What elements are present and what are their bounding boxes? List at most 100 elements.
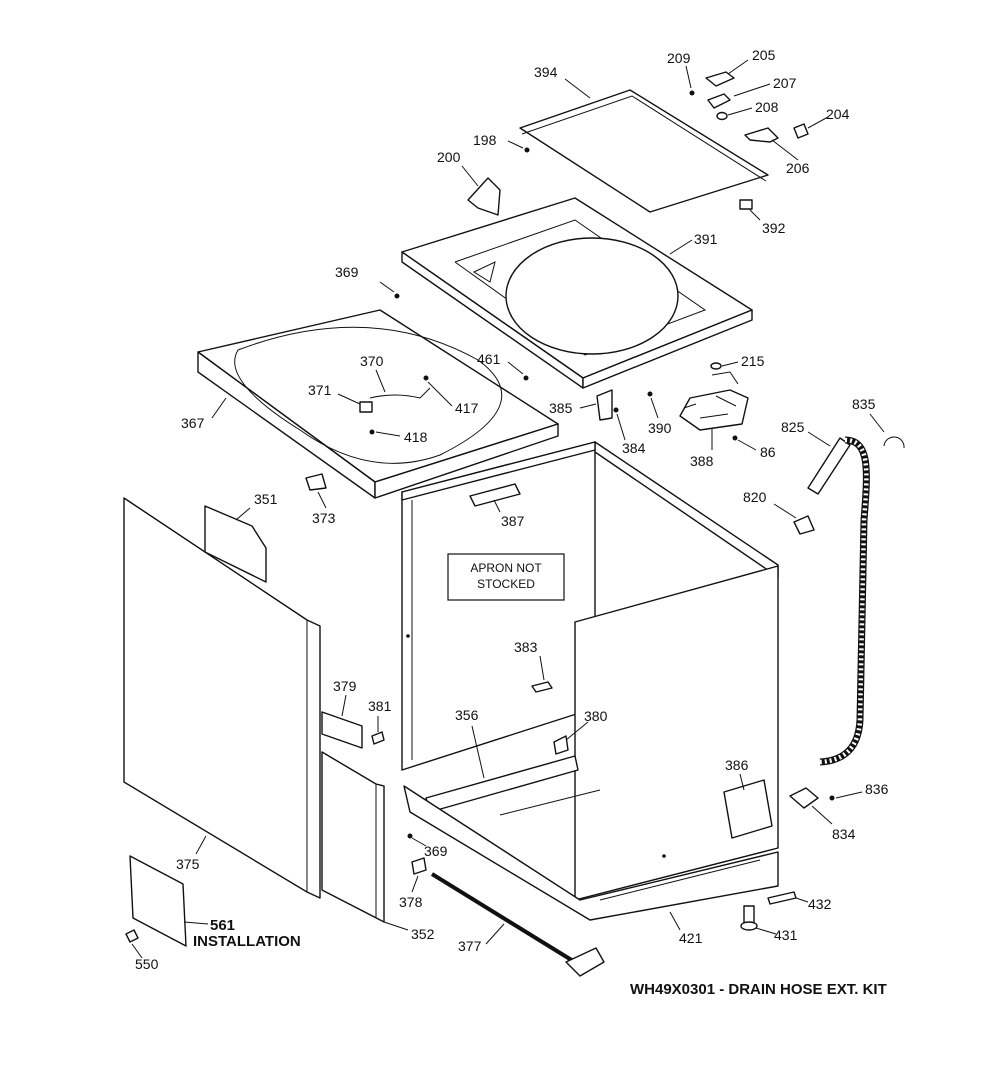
label-390: 390 — [648, 420, 672, 436]
part-369-top[interactable] — [394, 293, 400, 299]
part-204[interactable] — [793, 123, 809, 139]
label-384: 384 — [622, 440, 646, 456]
lead-461 — [507, 361, 524, 375]
label-drain-hose-kit: WH49X0301 - DRAIN HOSE EXT. KIT — [630, 981, 887, 998]
part-820[interactable] — [793, 515, 815, 535]
label-209: 209 — [667, 50, 691, 66]
part-381[interactable] — [371, 731, 385, 745]
part-370[interactable] — [369, 387, 431, 399]
label-367: 367 — [181, 415, 205, 431]
lead-200 — [461, 165, 479, 187]
label-388: 388 — [690, 453, 714, 469]
lid-switch-388[interactable] — [679, 389, 749, 431]
lead-835 — [869, 413, 885, 433]
label-377: 377 — [458, 938, 482, 954]
label-461: 461 — [477, 351, 501, 367]
part-432[interactable] — [767, 891, 797, 905]
lead-367 — [211, 397, 227, 419]
lead-370 — [375, 369, 386, 393]
part-379[interactable] — [321, 711, 363, 749]
label-394: 394 — [534, 64, 558, 80]
label-381: 381 — [368, 698, 392, 714]
part-385[interactable] — [596, 389, 613, 421]
lead-207 — [733, 83, 771, 97]
part-383[interactable] — [531, 681, 553, 693]
part-373[interactable] — [305, 473, 327, 491]
part-215[interactable] — [710, 362, 739, 385]
lead-198 — [507, 140, 524, 149]
part-431[interactable] — [740, 905, 758, 931]
part-351[interactable] — [204, 505, 267, 583]
part-384[interactable] — [613, 407, 619, 413]
lead-834 — [811, 805, 833, 825]
part-208[interactable] — [716, 111, 728, 121]
front-panel-352[interactable] — [321, 751, 385, 923]
lead-373 — [317, 491, 327, 509]
installation-bag-561[interactable] — [129, 855, 187, 947]
lead-385 — [579, 403, 597, 409]
top-cover-391[interactable] — [401, 197, 753, 389]
part-380[interactable] — [553, 735, 569, 755]
clamp-835[interactable] — [883, 436, 905, 449]
apron-note: APRON NOT STOCKED — [447, 553, 565, 601]
apron-note-line1: APRON NOT — [470, 561, 542, 575]
side-panel-375[interactable] — [123, 497, 321, 899]
label-86: 86 — [760, 444, 776, 460]
part-390[interactable] — [647, 391, 653, 397]
apron-note-line2: STOCKED — [477, 577, 535, 591]
label-836: 836 — [865, 781, 889, 797]
label-215: 215 — [741, 353, 765, 369]
lead-352 — [383, 921, 409, 931]
label-378: 378 — [399, 894, 423, 910]
lead-432 — [795, 897, 809, 903]
part-386[interactable] — [723, 779, 773, 839]
part-205[interactable] — [705, 71, 735, 87]
lead-383 — [539, 655, 545, 681]
part-200[interactable] — [467, 177, 501, 216]
base-pan-421[interactable] — [403, 785, 779, 921]
lead-378 — [411, 875, 419, 893]
label-387: 387 — [501, 513, 525, 529]
lead-561 — [183, 921, 209, 925]
part-207[interactable] — [707, 93, 731, 109]
part-209[interactable] — [689, 90, 695, 96]
label-391: 391 — [694, 231, 718, 247]
lead-825 — [807, 431, 831, 447]
part-378[interactable] — [411, 857, 427, 875]
part-836[interactable] — [829, 795, 835, 801]
part-387[interactable] — [469, 483, 521, 507]
label-834: 834 — [832, 826, 856, 842]
label-432: 432 — [808, 896, 832, 912]
lead-421 — [669, 911, 681, 931]
part-834[interactable] — [789, 787, 819, 809]
lead-369-bottom — [411, 837, 427, 847]
lead-209 — [685, 65, 692, 89]
part-461[interactable] — [523, 375, 529, 381]
lead-390 — [650, 397, 659, 419]
part-86[interactable] — [732, 435, 738, 441]
part-418[interactable] — [369, 429, 375, 435]
label-208: 208 — [755, 99, 779, 115]
lid-394[interactable] — [519, 89, 769, 213]
part-392[interactable] — [739, 199, 753, 210]
label-207: 207 — [773, 75, 797, 91]
part-206[interactable] — [744, 127, 779, 143]
lead-356 — [471, 725, 485, 779]
lead-205 — [727, 59, 749, 75]
part-417[interactable] — [423, 375, 429, 381]
part-369-bottom[interactable] — [407, 833, 413, 839]
label-820: 820 — [743, 489, 767, 505]
crossbar-356[interactable] — [425, 755, 579, 813]
label-198: 198 — [473, 132, 497, 148]
part-371[interactable] — [359, 401, 373, 413]
part-198[interactable] — [524, 147, 530, 153]
lead-384 — [616, 413, 626, 441]
lead-379 — [341, 694, 347, 717]
hinge-hardware-group[interactable] — [689, 71, 809, 143]
lead-418 — [375, 431, 401, 437]
lead-375 — [195, 835, 207, 855]
part-550[interactable] — [125, 929, 139, 943]
part-825-inlet[interactable] — [807, 437, 851, 495]
rod-377[interactable] — [430, 872, 605, 977]
label-205: 205 — [752, 47, 776, 63]
